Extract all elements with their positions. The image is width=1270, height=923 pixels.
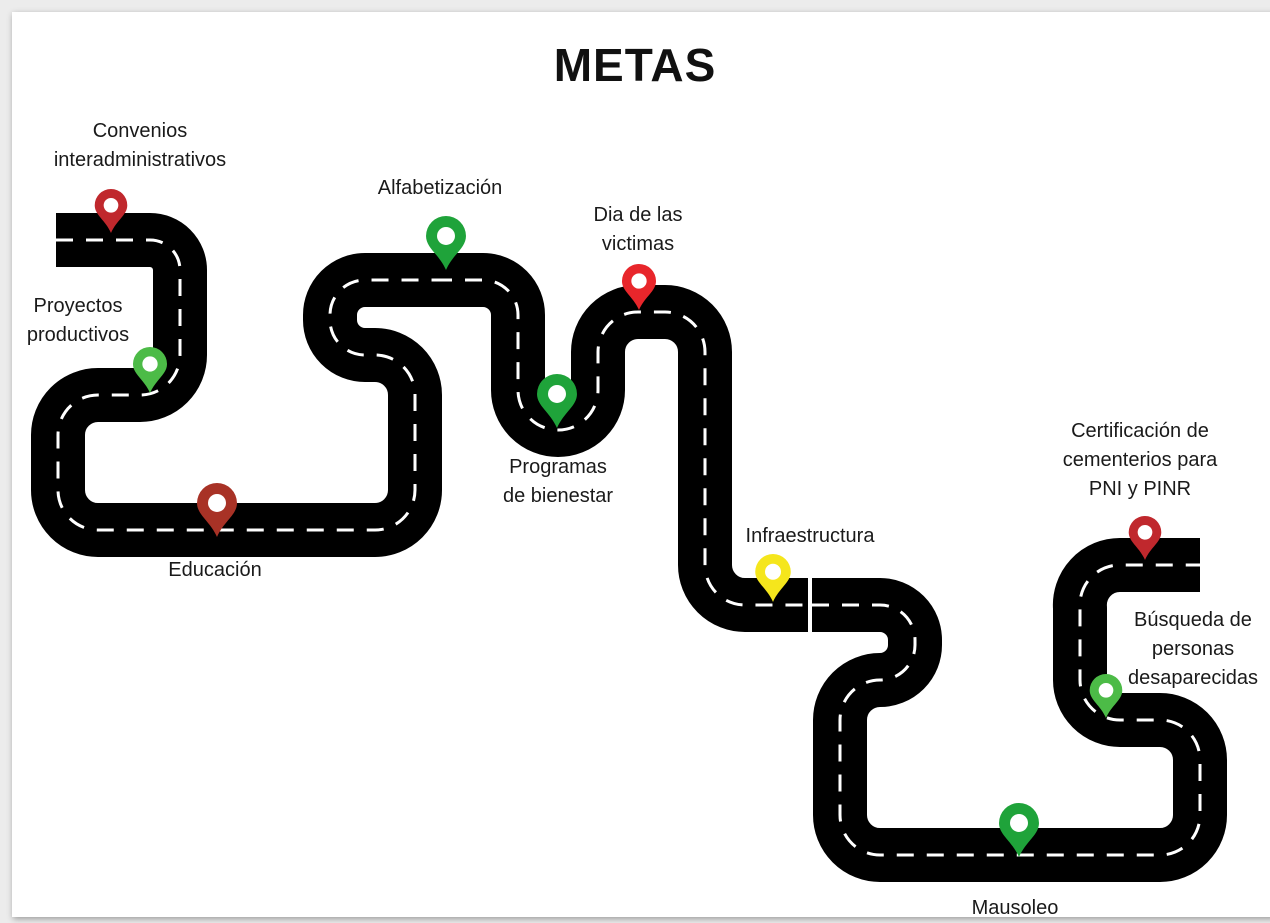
label-proyectos: Proyectos productivos [18,292,138,350]
pin-hole [208,493,226,512]
pin-hole [548,384,566,403]
label-infraestructura-line-1: Infraestructura [745,525,875,547]
road-segment-2 [435,253,808,632]
map-pin-icon [537,373,577,428]
map-pin-icon [426,215,466,270]
label-dia: Dia de las victimas [568,201,708,259]
map-pin-icon [1128,516,1162,560]
label-convenios-line-1: Convenios [92,120,188,142]
road-segment-3 [812,537,1227,882]
label-educacion-line-1: Educación [168,559,262,581]
page-sheet [12,12,1270,917]
pin-hole [103,197,119,213]
label-certificacion: Certificación de cementerios para PNI y … [1050,417,1230,504]
road-path [31,213,1227,882]
road-segment-2-lane-markings [435,278,808,607]
label-programas-line-1: Programas [509,456,607,478]
label-certificacion-line-3: PNI y PINR [1088,478,1192,500]
pin-hole [765,563,781,580]
map-pin-icon [1089,674,1123,718]
road-segment-1-lane-markings [56,238,445,532]
label-dia-line-2: victimas [601,233,675,255]
road-segment-1 [31,213,445,557]
map-pin-icon [197,483,237,537]
label-busqueda-line-2: personas [1151,638,1235,660]
label-mausoleo-line-1: Mausoleo [971,897,1059,919]
pin-hole [1010,813,1028,832]
label-convenios: Convenios interadministrativos [40,117,240,175]
label-mausoleo: Mausoleo [950,894,1080,923]
label-busqueda: Búsqueda de personas desaparecidas [1118,606,1268,693]
label-alfabetizacion-line-1: Alfabetización [377,177,503,199]
label-convenios-line-2: interadministrativos [53,149,227,171]
map-pin-icon [999,802,1039,857]
page-title: METAS [553,39,717,91]
label-busqueda-line-3: desaparecidas [1127,667,1259,689]
pin-hole [437,226,455,245]
label-proyectos-line-1: Proyectos [33,295,123,317]
map-pin-icon [94,188,128,233]
label-alfabetizacion: Alfabetización [360,174,520,203]
pin-hole [1098,682,1114,698]
label-educacion: Educación [145,556,285,585]
label-infraestructura: Infraestructura [730,522,890,551]
label-programas-line-2: de bienestar [502,485,614,507]
map-pin-icon [755,554,791,602]
label-busqueda-line-1: Búsqueda de [1134,609,1252,631]
pin-hole [1137,524,1153,540]
pin-hole [142,356,158,372]
label-certificacion-line-2: cementerios para [1062,449,1218,471]
pin-hole [631,273,647,289]
map-pin-icon [621,263,657,310]
label-certificacion-line-1: Certificación de [1071,420,1209,442]
label-programas: Programas de bienestar [488,453,628,511]
map-pin-icon [132,347,168,393]
label-proyectos-line-2: productivos [26,324,130,346]
label-dia-line-1: Dia de las [593,204,683,226]
pin-markers [94,188,1162,857]
